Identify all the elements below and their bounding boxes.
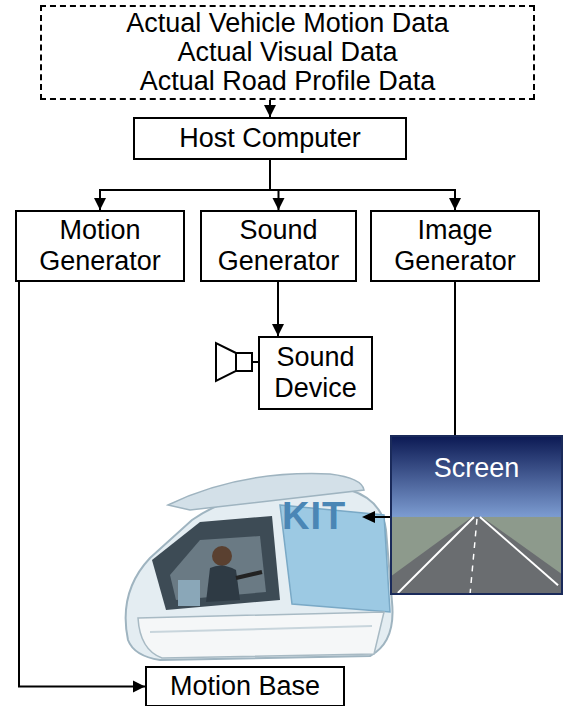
data-source-box: Actual Vehicle Motion DataActual Visual … bbox=[40, 5, 535, 100]
speaker-icon bbox=[216, 343, 258, 381]
connector-arrow bbox=[19, 282, 145, 692]
arrowhead bbox=[449, 198, 461, 210]
connector-arrow bbox=[455, 282, 456, 435]
arrowhead bbox=[273, 198, 285, 210]
connector-line bbox=[454, 282, 456, 435]
simulator-illustration bbox=[126, 474, 393, 660]
process-box: Sound Generator bbox=[200, 210, 357, 282]
node-text: Sound Device bbox=[266, 342, 365, 404]
brand-label: KIT bbox=[282, 497, 346, 535]
node-text: Host Computer bbox=[179, 123, 361, 154]
arrowhead bbox=[133, 681, 145, 693]
connector-arrow bbox=[264, 100, 276, 117]
node-text: Sound Generator bbox=[208, 215, 349, 277]
node-text: Actual Road Profile Data bbox=[140, 67, 436, 96]
node-text: Screen bbox=[434, 453, 520, 484]
arrowhead bbox=[272, 324, 284, 336]
node-text: Actual Vehicle Motion Data bbox=[126, 9, 449, 38]
connector-arrow bbox=[270, 160, 285, 210]
connector-arrow bbox=[270, 160, 461, 210]
node-text: Motion Generator bbox=[23, 215, 177, 277]
process-box: Image Generator bbox=[370, 210, 540, 282]
process-box: Host Computer bbox=[133, 117, 407, 160]
process-box: Motion Generator bbox=[15, 210, 185, 282]
arrowhead bbox=[94, 198, 106, 210]
node-text: Motion Base bbox=[170, 671, 320, 702]
connector-arrow bbox=[272, 282, 284, 336]
connector-line bbox=[270, 160, 455, 210]
device-box: Motion Base bbox=[145, 666, 345, 706]
connector-line bbox=[19, 282, 145, 686]
screen-panel: Screen bbox=[390, 435, 563, 595]
projection-arrow bbox=[362, 511, 390, 523]
node-text: Actual Visual Data bbox=[177, 38, 397, 67]
device-box: Sound Device bbox=[258, 336, 373, 410]
arrowhead bbox=[264, 105, 276, 117]
connector-line bbox=[100, 160, 270, 210]
node-text: Image Generator bbox=[378, 215, 532, 277]
connector-arrow bbox=[94, 160, 270, 210]
